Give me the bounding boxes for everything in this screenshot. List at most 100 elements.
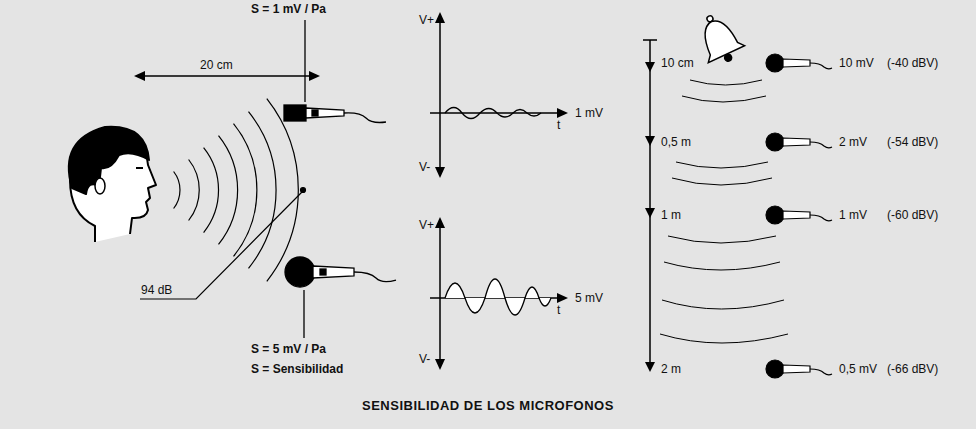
caption: SENSIBILIDAD DE LOS MICROFONOS	[362, 398, 614, 413]
mic-capsule	[285, 257, 315, 287]
wave-arc	[267, 99, 299, 282]
bell-knob	[706, 15, 714, 23]
mic-capsule	[766, 54, 784, 72]
microphone	[766, 133, 832, 151]
arrow-head	[435, 167, 445, 178]
leader-line	[303, 290, 304, 338]
sound-waves	[660, 80, 788, 343]
mic-body	[783, 211, 810, 219]
sensitivity-label: S = 1 mV / Pa	[250, 2, 327, 16]
distance-label: 2 m	[660, 362, 682, 376]
leader-line	[140, 192, 302, 299]
wave-arc	[668, 236, 776, 243]
wave-arc	[672, 178, 772, 185]
scale-line	[649, 40, 651, 366]
arrow-head	[557, 108, 568, 118]
distance-label: 1 m	[660, 208, 682, 222]
mic-body	[783, 59, 810, 67]
mic-cable	[810, 142, 832, 148]
ear	[95, 178, 105, 194]
sensitivity-label: S = Sensibilidad	[250, 362, 344, 376]
axis-label: V+	[418, 13, 435, 27]
signal-axes	[430, 12, 568, 178]
wave-arc	[249, 112, 277, 269]
signal-wave	[445, 108, 541, 119]
level-leader	[140, 188, 306, 300]
arrow-head	[134, 71, 145, 81]
arrow-head	[309, 71, 320, 81]
microphone	[766, 206, 832, 224]
distance-label: 0,5 m	[660, 135, 692, 149]
signal-axes	[430, 217, 568, 370]
dbv-level: (-54 dBV)	[886, 135, 939, 149]
wave-arc	[660, 334, 788, 343]
eye	[136, 167, 143, 169]
signal-wave	[445, 279, 551, 315]
mic-cable	[354, 272, 396, 282]
wave-arc	[174, 172, 180, 209]
wave-arc	[219, 136, 238, 245]
mic-cable	[810, 215, 832, 221]
mic-body	[783, 138, 810, 146]
wave-arc	[234, 124, 257, 257]
microphone	[284, 20, 386, 123]
wave-arc	[204, 148, 219, 233]
axis-label: V-	[418, 160, 431, 174]
signal-level: 10 mV	[838, 56, 875, 70]
mic-switch	[312, 110, 318, 116]
v-axis	[439, 225, 441, 362]
arrow-head	[645, 136, 655, 146]
v-axis	[439, 20, 441, 170]
sound-waves	[174, 99, 299, 282]
signal-level: 1 mV	[574, 106, 604, 120]
bell-body	[693, 13, 744, 63]
mic-cable	[344, 113, 386, 123]
wave-arc	[676, 162, 768, 168]
bell	[691, 8, 748, 70]
mic-body	[306, 108, 344, 118]
arrow-head	[435, 359, 445, 370]
arrow-head	[645, 62, 655, 72]
arrow-head	[435, 12, 445, 23]
dbv-level: (-66 dBV)	[886, 362, 939, 376]
dbv-level: (-60 dBV)	[886, 208, 939, 222]
microphone	[766, 360, 832, 378]
bell-clapper	[723, 53, 732, 62]
mic-capsule	[766, 360, 784, 378]
leader-dot	[301, 188, 306, 193]
arrow-head	[435, 217, 445, 228]
mic-body	[783, 365, 810, 373]
mic-capsule	[766, 206, 784, 224]
mic-switch	[320, 269, 326, 275]
mic-cable	[810, 369, 832, 375]
head-profile	[69, 127, 156, 242]
signal-level: 1 mV	[838, 208, 868, 222]
dimension-label: 20 cm	[199, 58, 234, 72]
arrow-head	[645, 208, 655, 218]
mic-body	[313, 266, 354, 278]
signal-level: 0,5 mV	[838, 362, 878, 376]
wave-arc	[682, 96, 766, 102]
mic-cable	[810, 63, 832, 69]
sound-level: 94 dB	[140, 283, 173, 297]
arrow-head	[645, 362, 655, 372]
axis-label: V-	[418, 352, 431, 366]
wave-arc	[189, 160, 200, 221]
signal-level: 2 mV	[838, 135, 868, 149]
mic-capsule	[284, 105, 306, 121]
axis-label: V+	[418, 218, 435, 232]
microphone	[766, 54, 832, 72]
sensitivity-label: S = 5 mV / Pa	[250, 342, 327, 356]
distance-scale	[643, 40, 657, 372]
microphone	[285, 257, 396, 338]
distance-label: 10 cm	[660, 56, 695, 70]
signal-level: 5 mV	[574, 291, 604, 305]
mic-capsule	[766, 133, 784, 151]
dbv-level: (-40 dBV)	[886, 56, 939, 70]
wave-arc	[690, 80, 762, 85]
wave-arc	[662, 300, 784, 309]
arrow-head	[557, 293, 568, 303]
arrow-line	[142, 75, 312, 77]
